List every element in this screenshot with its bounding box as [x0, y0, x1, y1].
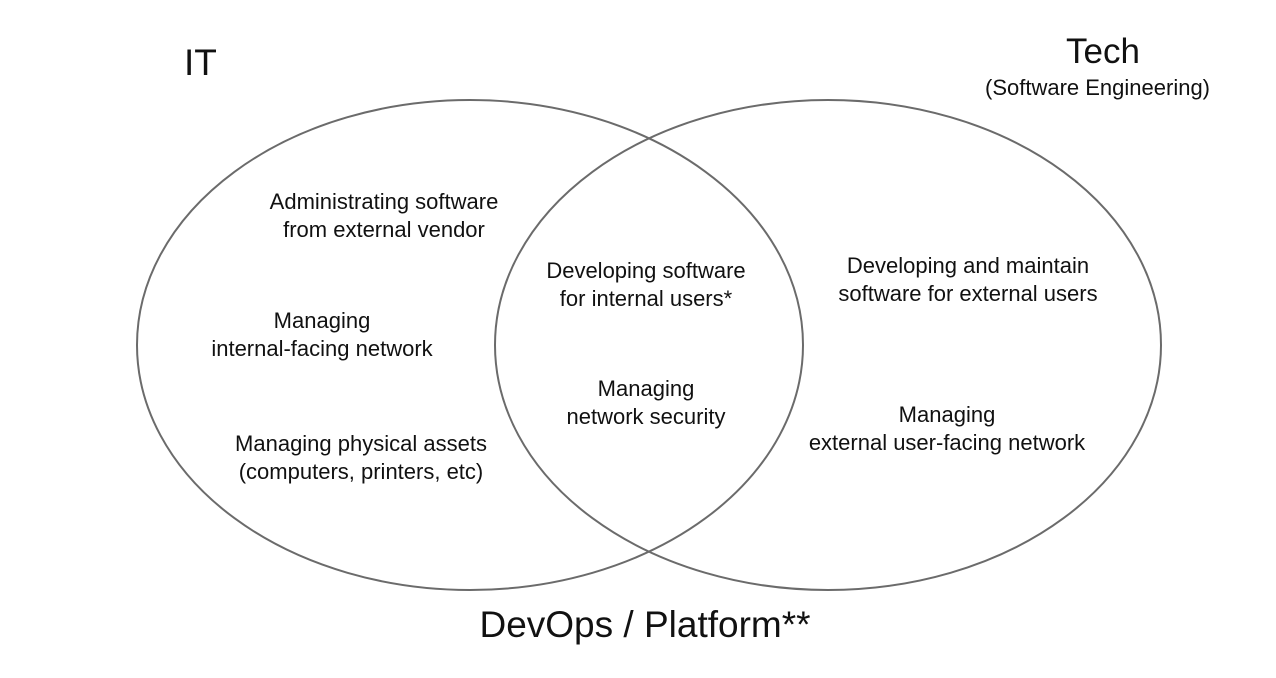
tech-item-line: software for external users [838, 280, 1098, 306]
it-item-line: Managing physical assets [235, 431, 487, 456]
overlap-item-line: network security [566, 403, 726, 429]
it-item-line: from external vendor [283, 216, 485, 242]
it-item-physical-assets: Managing physical assets (computers, pri… [211, 430, 511, 486]
tech-item-external-software: Developing and maintain software for ext… [818, 252, 1118, 308]
overlap-item-line: for internal users* [559, 285, 733, 311]
it-circle [136, 99, 804, 591]
it-title: IT [184, 42, 217, 83]
overlap-item-line: Developing software [546, 258, 746, 283]
tech-item-external-network: Managing external user-facing network [797, 401, 1097, 457]
tech-title: Tech [1066, 32, 1140, 71]
devops-platform-title: DevOps / Platform** [479, 604, 811, 645]
tech-item-line: Developing and maintain [846, 253, 1090, 278]
it-item-line: Administrating software [269, 189, 499, 214]
it-item-line: (computers, printers, etc) [238, 458, 484, 484]
it-item-administrating-software: Administrating software from external ve… [234, 188, 534, 244]
overlap-item-network-security: Managing network security [496, 375, 796, 431]
tech-item-line: external user-facing network [808, 429, 1086, 455]
it-item-line: internal-facing network [211, 335, 433, 361]
tech-subtitle: (Software Engineering) [985, 75, 1211, 100]
overlap-item-internal-software: Developing software for internal users* [496, 257, 796, 313]
it-item-line: Managing [273, 308, 371, 333]
overlap-item-line: Managing [597, 376, 695, 401]
it-item-internal-network: Managing internal-facing network [172, 307, 472, 363]
tech-circle [494, 99, 1162, 591]
tech-item-line: Managing [898, 402, 996, 427]
